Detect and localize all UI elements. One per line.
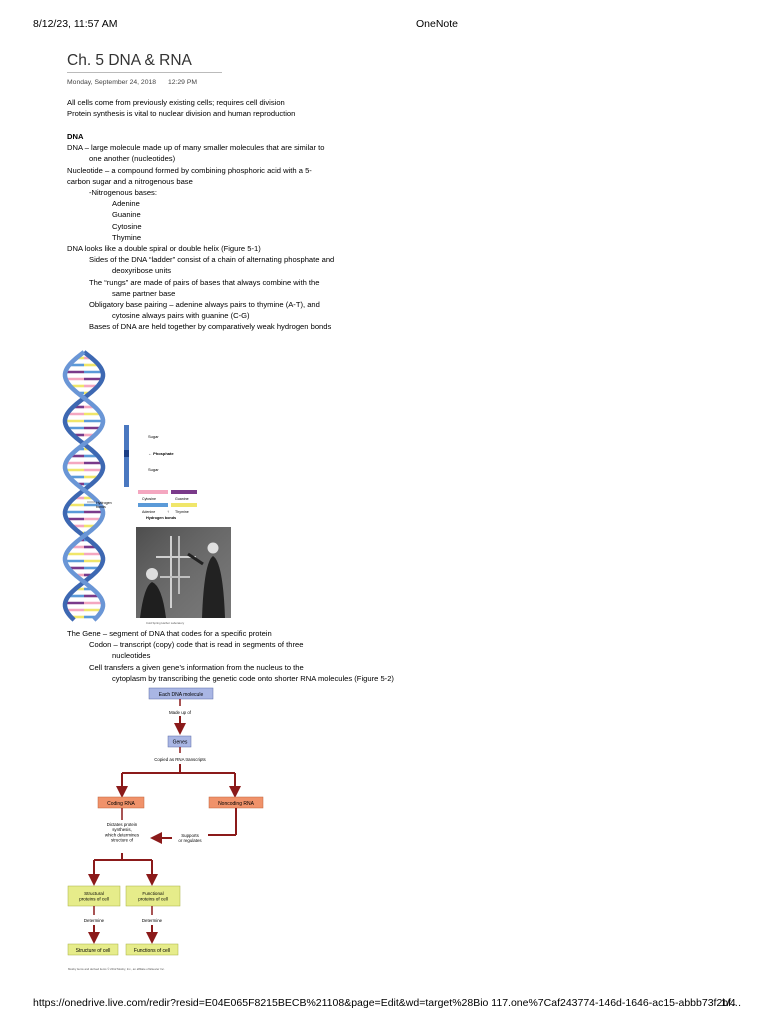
print-datetime: 8/12/23, 11:57 AM — [33, 18, 118, 30]
note-line: The “rungs” are made of pairs of bases t… — [89, 277, 320, 287]
backbone-strand-b — [62, 350, 106, 622]
note-line: one another (nucleotides) — [89, 154, 176, 164]
note-line: deoxyribose units — [112, 266, 172, 276]
note-line: Obligatory base pairing – adenine always… — [89, 300, 320, 310]
note-line: same partner base — [112, 288, 176, 298]
intro-line: All cells come from previously existing … — [67, 98, 285, 107]
page-meta: Monday, September 24, 2018 12:29 PM — [67, 79, 207, 86]
figure-credit: Mosby items and derived items © 2012 Mos… — [68, 967, 165, 971]
label-genes: Genes — [173, 740, 188, 746]
hbond-callout-label-2: bonds — [96, 505, 106, 509]
label-guanine: Guanine — [175, 497, 189, 501]
note-line: Nucleotide – a compound formed by combin… — [67, 165, 312, 175]
dna-notes: DNA – large molecule made up of many sma… — [67, 142, 334, 332]
note-line: Cell transfers a given gene’s informatio… — [89, 662, 304, 672]
note-line: Bases of DNA are held together by compar… — [89, 322, 332, 332]
flowchart-label-line: Functional — [142, 891, 163, 896]
photo-credit: Cold Spring Harbor Laboratory — [146, 621, 185, 625]
label-functions-of-cell: Functions of cell — [134, 948, 170, 954]
page-date: Monday, September 24, 2018 — [67, 79, 157, 86]
note-line: Cytosine — [112, 221, 142, 231]
note-line: Adenine — [112, 199, 140, 209]
label-made-up-of: Made up of — [169, 710, 192, 715]
page-title[interactable]: Ch. 5 DNA & RNA — [67, 52, 192, 69]
double-helix-illustration — [62, 350, 106, 622]
app-name: OneNote — [416, 18, 459, 30]
box-functions-of-cell — [125, 943, 179, 956]
flowchart-label-line: which determines — [105, 832, 140, 837]
hbond-callout-label-1: Hydrogen — [96, 501, 112, 505]
flowchart-label-line: Structural — [84, 891, 104, 896]
label-adenine: Adenine — [142, 510, 155, 514]
note-line: Thymine — [112, 232, 142, 242]
note-line: carbon sugar and a nitrogenous base — [67, 176, 193, 186]
flowchart-label-line: or regulates — [178, 838, 202, 843]
label-sugar-bottom: Sugar — [148, 467, 159, 472]
label-determine-right: Determine — [142, 918, 163, 923]
title-divider — [67, 72, 222, 73]
note-line: Guanine — [112, 210, 141, 220]
label-cytosine: Cytosine — [142, 497, 156, 501]
rna-flowchart: Each DNA molecule Made up of Genes Copie… — [67, 687, 264, 971]
note-line: DNA – large molecule made up of many sma… — [67, 143, 325, 153]
footer-url[interactable]: https://onedrive.live.com/redir?resid=E0… — [33, 997, 742, 1009]
flowchart-label-line: synthesis, — [112, 827, 132, 832]
footer-page-number: 1/4 — [721, 997, 736, 1009]
label-each-dna: Each DNA molecule — [159, 692, 204, 698]
flowchart-label-line: proteins of cell — [79, 897, 109, 902]
up-arrow-icon: ↑ — [167, 509, 169, 514]
thymine-base — [171, 503, 197, 507]
label-structure-of-cell: Structure of cell — [76, 948, 111, 954]
box-structure-of-cell — [67, 943, 119, 956]
box-each-dna — [148, 687, 214, 700]
label-phosphate: ← Phosphate — [148, 451, 174, 456]
note-line: -Nitrogenous bases: — [89, 188, 157, 198]
note-line: cytoplasm by transcribing the genetic co… — [112, 673, 394, 683]
note-line: cytosine always pairs with guanine (C-G) — [112, 311, 250, 321]
flowchart-label-line: Dictates protein — [107, 822, 138, 827]
label-determine-left: Determine — [84, 918, 105, 923]
guanine-base — [171, 490, 197, 494]
dna-helix-figure: Hydrogen bonds Sugar ← Phosphate Sugar C… — [62, 350, 231, 625]
adenine-base — [138, 503, 168, 507]
label-noncoding-rna: Noncoding RNA — [218, 801, 255, 807]
label-thymine: Thymine — [175, 510, 189, 514]
intro-block: All cells come from previously existing … — [67, 97, 295, 119]
box-functional-proteins — [125, 885, 181, 907]
note-line: Sides of the DNA “ladder” consist of a c… — [89, 255, 335, 265]
section-heading: DNA — [67, 132, 84, 141]
gene-section: The Gene – segment of DNA that codes for… — [67, 628, 394, 684]
note-line: DNA looks like a double spiral or double… — [67, 244, 261, 254]
label-sugar-top: Sugar — [148, 434, 159, 439]
flowchart-label-line: Supports — [181, 833, 199, 838]
page-time: 12:29 PM — [167, 79, 198, 86]
flowchart-label-line: structure of — [111, 838, 134, 843]
note-line: Codon – transcript (copy) code that is r… — [89, 640, 304, 650]
intro-line: Protein synthesis is vital to nuclear di… — [67, 109, 296, 119]
gene-notes: The Gene – segment of DNA that codes for… — [67, 628, 394, 684]
note-line: The Gene – segment of DNA that codes for… — [67, 629, 272, 638]
note-line: nucleotides — [112, 651, 151, 661]
label-hydrogen-bonds: Hydrogen bonds — [146, 516, 176, 520]
dna-section: DNA DNA – large molecule made up of many… — [67, 131, 334, 333]
flowchart-label-line: proteins of cell — [138, 897, 168, 902]
label-copied: Copied as RNA transcripts — [154, 757, 206, 762]
label-coding-rna: Coding RNA — [107, 801, 135, 807]
phosphate-segment — [124, 450, 129, 457]
watson-crick-photo — [136, 527, 231, 618]
cytosine-base — [138, 490, 168, 494]
box-coding-rna — [97, 796, 145, 809]
